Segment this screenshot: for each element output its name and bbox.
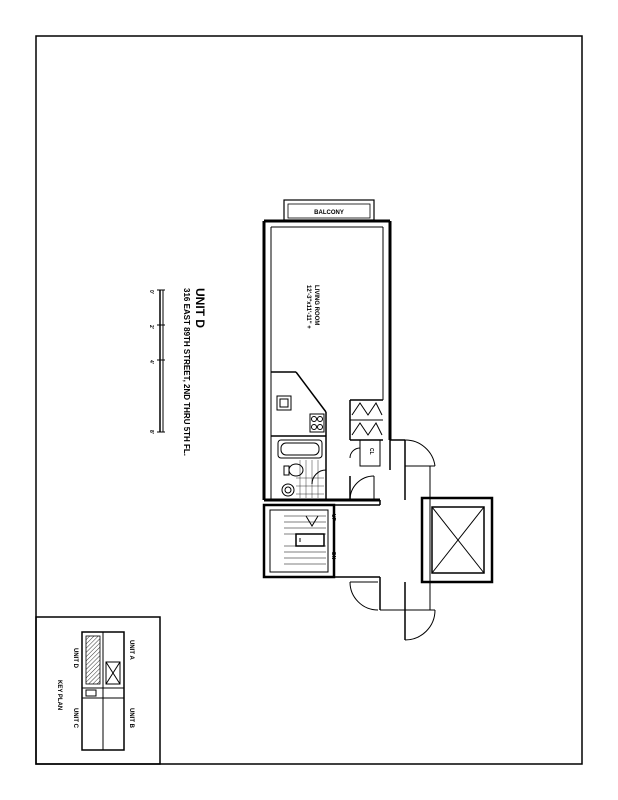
stair-core: UP DN: [262, 503, 380, 579]
unit-d-highlight: [85, 635, 101, 685]
key-plan-unit-a: UNIT A: [128, 640, 134, 660]
key-plan-unit-c: UNIT C: [72, 708, 78, 729]
living-room: LIVING ROOM 12'-3"x11'-11" +: [305, 285, 319, 329]
title-block: UNIT D 316 EAST 89TH STREET, 2ND THRU 5T…: [182, 288, 207, 456]
scale-tick-4: 4': [148, 360, 154, 364]
elevator: [420, 496, 494, 584]
living-room-label: LIVING ROOM: [313, 285, 319, 325]
closet-label: CL: [368, 448, 374, 455]
sheet-border: [35, 35, 583, 765]
key-plan: UNIT A UNIT B UNIT C UNIT D KEY PLAN: [35, 616, 161, 765]
unit-title: UNIT D: [193, 288, 207, 328]
kitchen: [271, 371, 327, 436]
bathroom: [271, 435, 327, 500]
balcony: BALCONY: [283, 199, 375, 221]
floor-plan: BALCONY LIVING ROOM 12'-3"x11'-11" +: [262, 199, 494, 641]
unit-walls: [262, 219, 392, 500]
key-plan-title: KEY PLAN: [56, 680, 62, 710]
closets: CL: [349, 399, 383, 467]
scale-tick-8: 8': [148, 430, 154, 434]
unit-entry-door: [264, 475, 380, 502]
key-plan-unit-d: UNIT D: [72, 648, 78, 669]
stair-down-label: DN: [330, 552, 336, 560]
key-plan-unit-b: UNIT B: [128, 708, 134, 729]
scale-bar: 0' 2' 4' 8': [148, 289, 165, 434]
living-room-dims: 12'-3"x11'-11" +: [305, 285, 311, 329]
corridor: [349, 439, 436, 641]
balcony-label: BALCONY: [314, 210, 344, 216]
scale-tick-2: 2': [148, 325, 154, 329]
scale-tick-0: 0': [148, 290, 154, 294]
address-line: 316 EAST 89TH STREET, 2ND THRU 5TH FL.: [182, 288, 191, 456]
stair-up-label: UP: [330, 514, 336, 522]
